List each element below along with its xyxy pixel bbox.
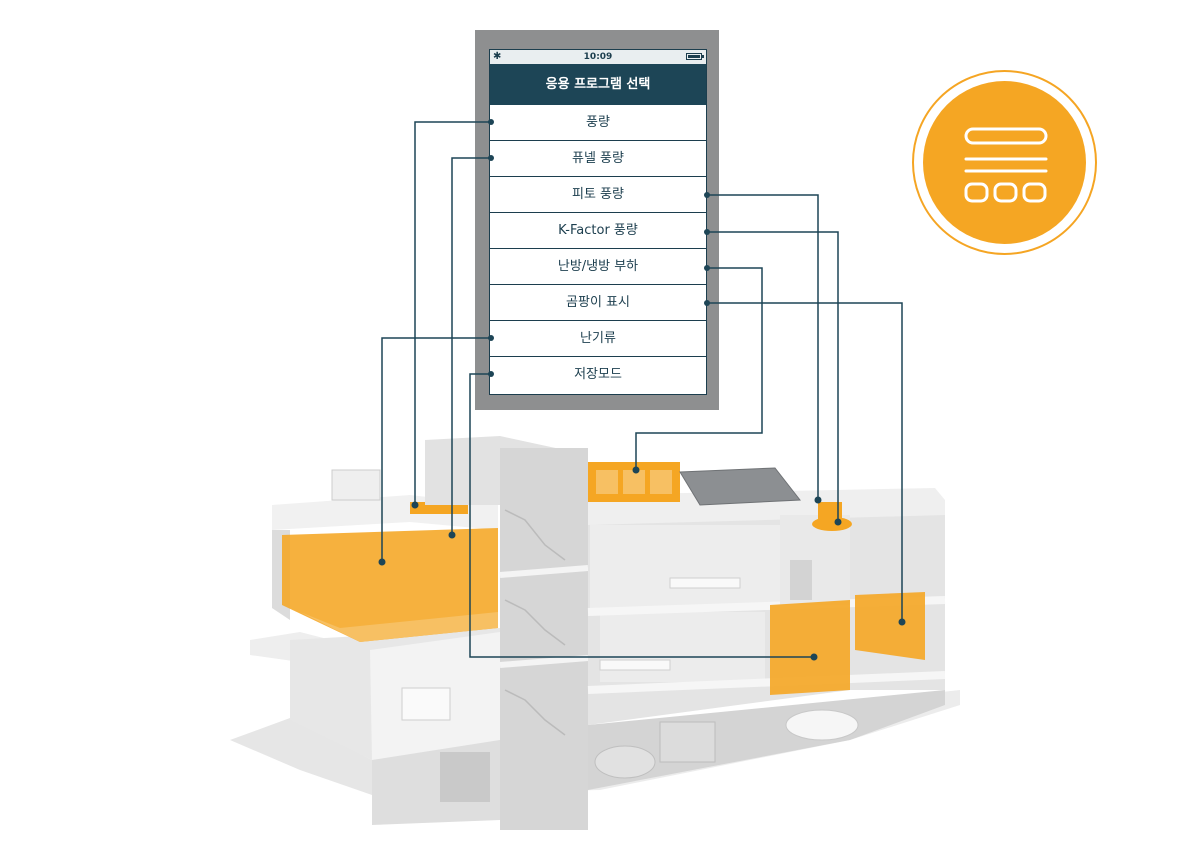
generator-unit bbox=[659, 721, 716, 763]
office-floor bbox=[300, 612, 498, 642]
basement-garage bbox=[588, 690, 945, 790]
menu-item-pitot-airflow[interactable]: 피토 풍량 bbox=[490, 177, 706, 213]
reception-desk bbox=[401, 687, 451, 721]
upper-floor-room bbox=[590, 525, 780, 610]
menu-item-heating-cooling-load[interactable]: 난방/냉방 부하 bbox=[490, 249, 706, 285]
menu-item-k-factor-airflow[interactable]: K-Factor 풍량 bbox=[490, 213, 706, 249]
clock: 10:09 bbox=[583, 52, 613, 62]
menu-item-funnel-airflow[interactable]: 퓨넬 풍량 bbox=[490, 141, 706, 177]
rooftop-ac-left bbox=[331, 469, 381, 501]
solar-panels bbox=[679, 467, 801, 506]
badge-ring bbox=[912, 70, 1097, 255]
connector-dots bbox=[378, 119, 906, 661]
battery-icon bbox=[686, 53, 704, 60]
connector-lines bbox=[381, 121, 903, 658]
basement-machines bbox=[440, 752, 490, 802]
menu-item-mold-indicator[interactable]: 곰팡이 표시 bbox=[490, 285, 706, 321]
entrance-steps bbox=[230, 718, 372, 795]
menu-title: 응용 프로그램 선택 bbox=[490, 64, 706, 105]
menu-item-airflow[interactable]: 풍량 bbox=[490, 105, 706, 141]
menu-layout-icon bbox=[964, 127, 1048, 203]
meeting-room bbox=[600, 612, 765, 682]
highlight-office bbox=[282, 528, 498, 642]
application-menu: 풍량 퓨넬 풍량 피토 풍량 K-Factor 풍량 난방/냉방 부하 곰팡이 … bbox=[490, 105, 706, 393]
bluetooth-icon: ✱ bbox=[493, 51, 502, 62]
highlight-storage-room bbox=[770, 600, 850, 695]
conference-table-lower bbox=[599, 659, 671, 671]
parked-car bbox=[785, 709, 859, 741]
menu-item-storage-mode[interactable]: 저장모드 bbox=[574, 367, 622, 382]
badge-circle bbox=[923, 81, 1086, 244]
device-screen: ✱ 10:09 응용 프로그램 선택 풍량 퓨넬 풍량 피토 풍량 K-Fact… bbox=[489, 49, 707, 395]
stair-flights bbox=[504, 509, 566, 736]
basement-tank bbox=[594, 745, 656, 779]
highlight-ceiling-duct bbox=[812, 517, 852, 531]
highlight-side-room bbox=[855, 592, 925, 660]
conference-table-upper bbox=[669, 577, 741, 589]
menu-item-turbulence[interactable]: 난기류 bbox=[490, 321, 706, 357]
storage-tank bbox=[790, 560, 812, 600]
stair-tower-face bbox=[500, 448, 588, 830]
